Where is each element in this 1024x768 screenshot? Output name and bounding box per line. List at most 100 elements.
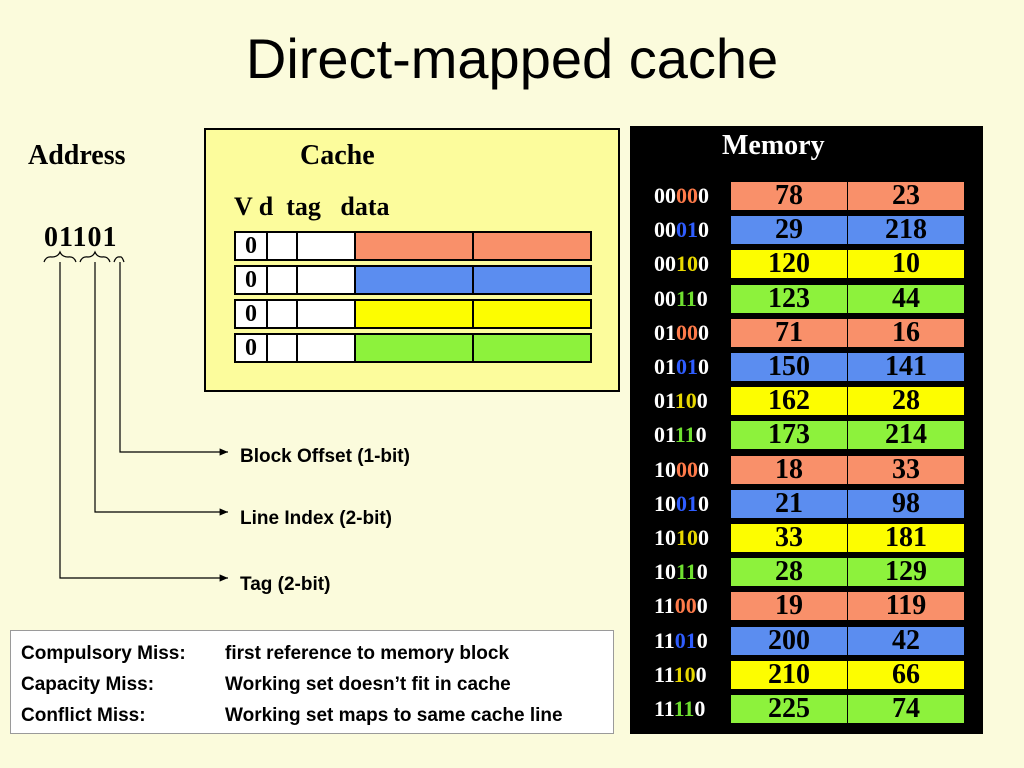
address-tag-bits: 01 — [654, 354, 676, 379]
address-label: Address — [28, 140, 126, 171]
memory-address: 11010 — [654, 626, 754, 656]
memory-word: 78 — [730, 181, 848, 211]
memory-word: 33 — [730, 523, 848, 553]
memory-address: 01100 — [654, 386, 754, 416]
address-offset-bits: 0 — [698, 354, 709, 379]
address-tag-bits: 10 — [654, 525, 676, 550]
address-index-bits: 01 — [676, 217, 698, 243]
address-index-bits: 11 — [674, 422, 696, 448]
address-tag-bits: 11 — [654, 627, 675, 653]
memory-word: 66 — [847, 659, 965, 690]
memory-word: 74 — [847, 694, 965, 724]
legend-term: Capacity Miss: — [21, 674, 155, 695]
address-tag-bits: 00 — [654, 183, 676, 208]
legend-row: Compulsory Miss: first reference to memor… — [21, 643, 509, 665]
address-index-bits: 11 — [673, 696, 695, 721]
memory-word: 19 — [730, 591, 848, 622]
memory-address: 10000 — [654, 455, 754, 485]
address-tag-bits: 11 — [654, 593, 675, 619]
legend-desc: first reference to memory block — [225, 643, 510, 664]
dirty-bit — [266, 299, 298, 329]
address-offset-bits: 0 — [698, 183, 709, 208]
legend-term: Compulsory Miss: — [21, 643, 186, 664]
address-index-bits: 00 — [676, 183, 698, 208]
memory-address: 00100 — [654, 249, 754, 279]
memory-word: 98 — [847, 488, 965, 519]
memory-word: 29 — [730, 215, 848, 246]
address-index-bits: 10 — [676, 251, 698, 277]
memory-address: 11110 — [654, 694, 754, 724]
memory-word: 18 — [730, 454, 848, 485]
address-value: 01101 — [44, 222, 118, 253]
data-cell — [354, 231, 474, 261]
address-index-bits: 10 — [674, 388, 697, 414]
tag-bits-brace — [43, 250, 77, 263]
address-index-bits: 10 — [673, 661, 696, 687]
memory-address: 11000 — [654, 591, 754, 621]
valid-bit: 0 — [234, 299, 268, 329]
address-index-bits: 00 — [674, 593, 697, 619]
address-index-bits: 00 — [676, 456, 698, 482]
memory-word: 162 — [730, 386, 848, 417]
address-tag-bits: 11 — [654, 661, 674, 687]
address-tag-bits: 00 — [654, 251, 676, 277]
memory-address: 01110 — [654, 420, 754, 450]
address-tag-bits: 00 — [654, 285, 676, 311]
memory-word: 210 — [730, 659, 848, 690]
data-cell — [472, 333, 592, 363]
address-tag-bits: 10 — [654, 456, 676, 482]
data-cell — [354, 333, 474, 363]
memory-address: 10010 — [654, 489, 754, 519]
data-cell — [472, 265, 592, 295]
address-offset-bits: 0 — [698, 217, 709, 243]
memory-word: 200 — [730, 625, 848, 656]
address-index-bits: 01 — [676, 490, 698, 516]
address-index-bits: 11 — [676, 285, 697, 311]
address-offset-bits: 0 — [696, 627, 708, 653]
offset-connector — [119, 262, 228, 456]
address-tag-bits: 01 — [654, 388, 675, 414]
memory-word: 10 — [847, 249, 965, 280]
offset-bit-brace — [113, 256, 125, 263]
address-index-bits: 11 — [676, 559, 697, 585]
data-cell — [472, 231, 592, 261]
memory-address: 00010 — [654, 215, 754, 245]
address-offset-bits: 0 — [696, 285, 708, 311]
memory-word: 214 — [847, 420, 965, 451]
address-offset-bits: 0 — [698, 319, 709, 345]
data-cell — [472, 299, 592, 329]
memory-address: 10110 — [654, 557, 754, 587]
address-offset-bits: 0 — [695, 422, 707, 448]
legend-row: Conflict Miss:Working set maps to same c… — [21, 705, 563, 727]
data-cell — [354, 265, 474, 295]
address-index-bits: 10 — [676, 525, 698, 550]
tag-connector — [59, 262, 228, 582]
valid-bit: 0 — [234, 333, 268, 363]
address-offset-bits: 0 — [698, 525, 709, 550]
cache-label: Cache — [300, 140, 375, 171]
legend-term: Conflict Miss: — [21, 705, 146, 726]
address-tag-bits: 01 — [654, 422, 675, 448]
memory-word: 218 — [847, 215, 965, 246]
cache-line-3: 0 — [234, 333, 598, 363]
address-offset-bits: 0 — [696, 559, 708, 585]
address-offset-bits: 0 — [694, 696, 706, 721]
memory-word: 150 — [730, 352, 848, 382]
index-connector — [94, 262, 228, 516]
dirty-bit — [266, 231, 298, 261]
index-bits-brace — [79, 250, 111, 263]
tag-field-label: Tag (2-bit) — [240, 574, 331, 595]
memory-word: 129 — [847, 557, 965, 588]
memory-label: Memory — [722, 130, 825, 161]
